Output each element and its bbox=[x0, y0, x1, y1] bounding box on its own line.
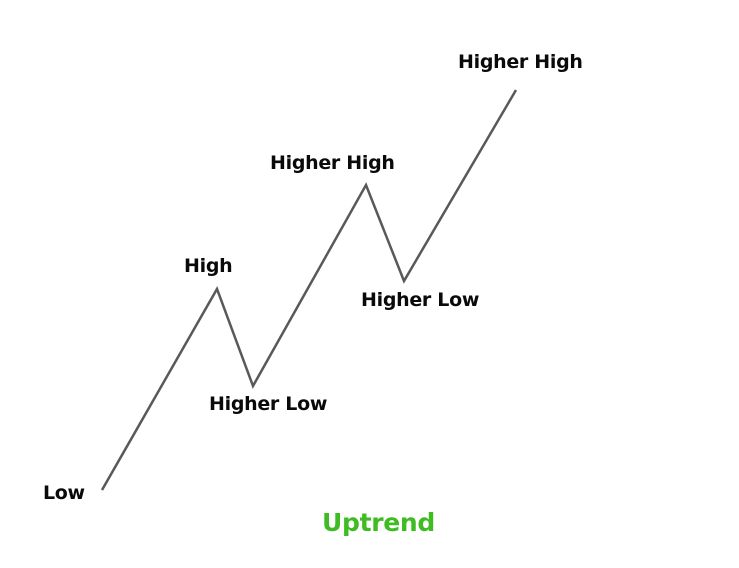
label-higher-high-1: Higher High bbox=[270, 152, 395, 174]
label-higher-high-2: Higher High bbox=[458, 51, 583, 73]
label-high: High bbox=[184, 255, 233, 277]
label-higher-low-2: Higher Low bbox=[361, 289, 480, 311]
label-low: Low bbox=[43, 482, 85, 504]
label-higher-low-1: Higher Low bbox=[209, 393, 328, 415]
uptrend-caption: Uptrend bbox=[322, 508, 436, 537]
trend-line bbox=[100, 89, 518, 491]
